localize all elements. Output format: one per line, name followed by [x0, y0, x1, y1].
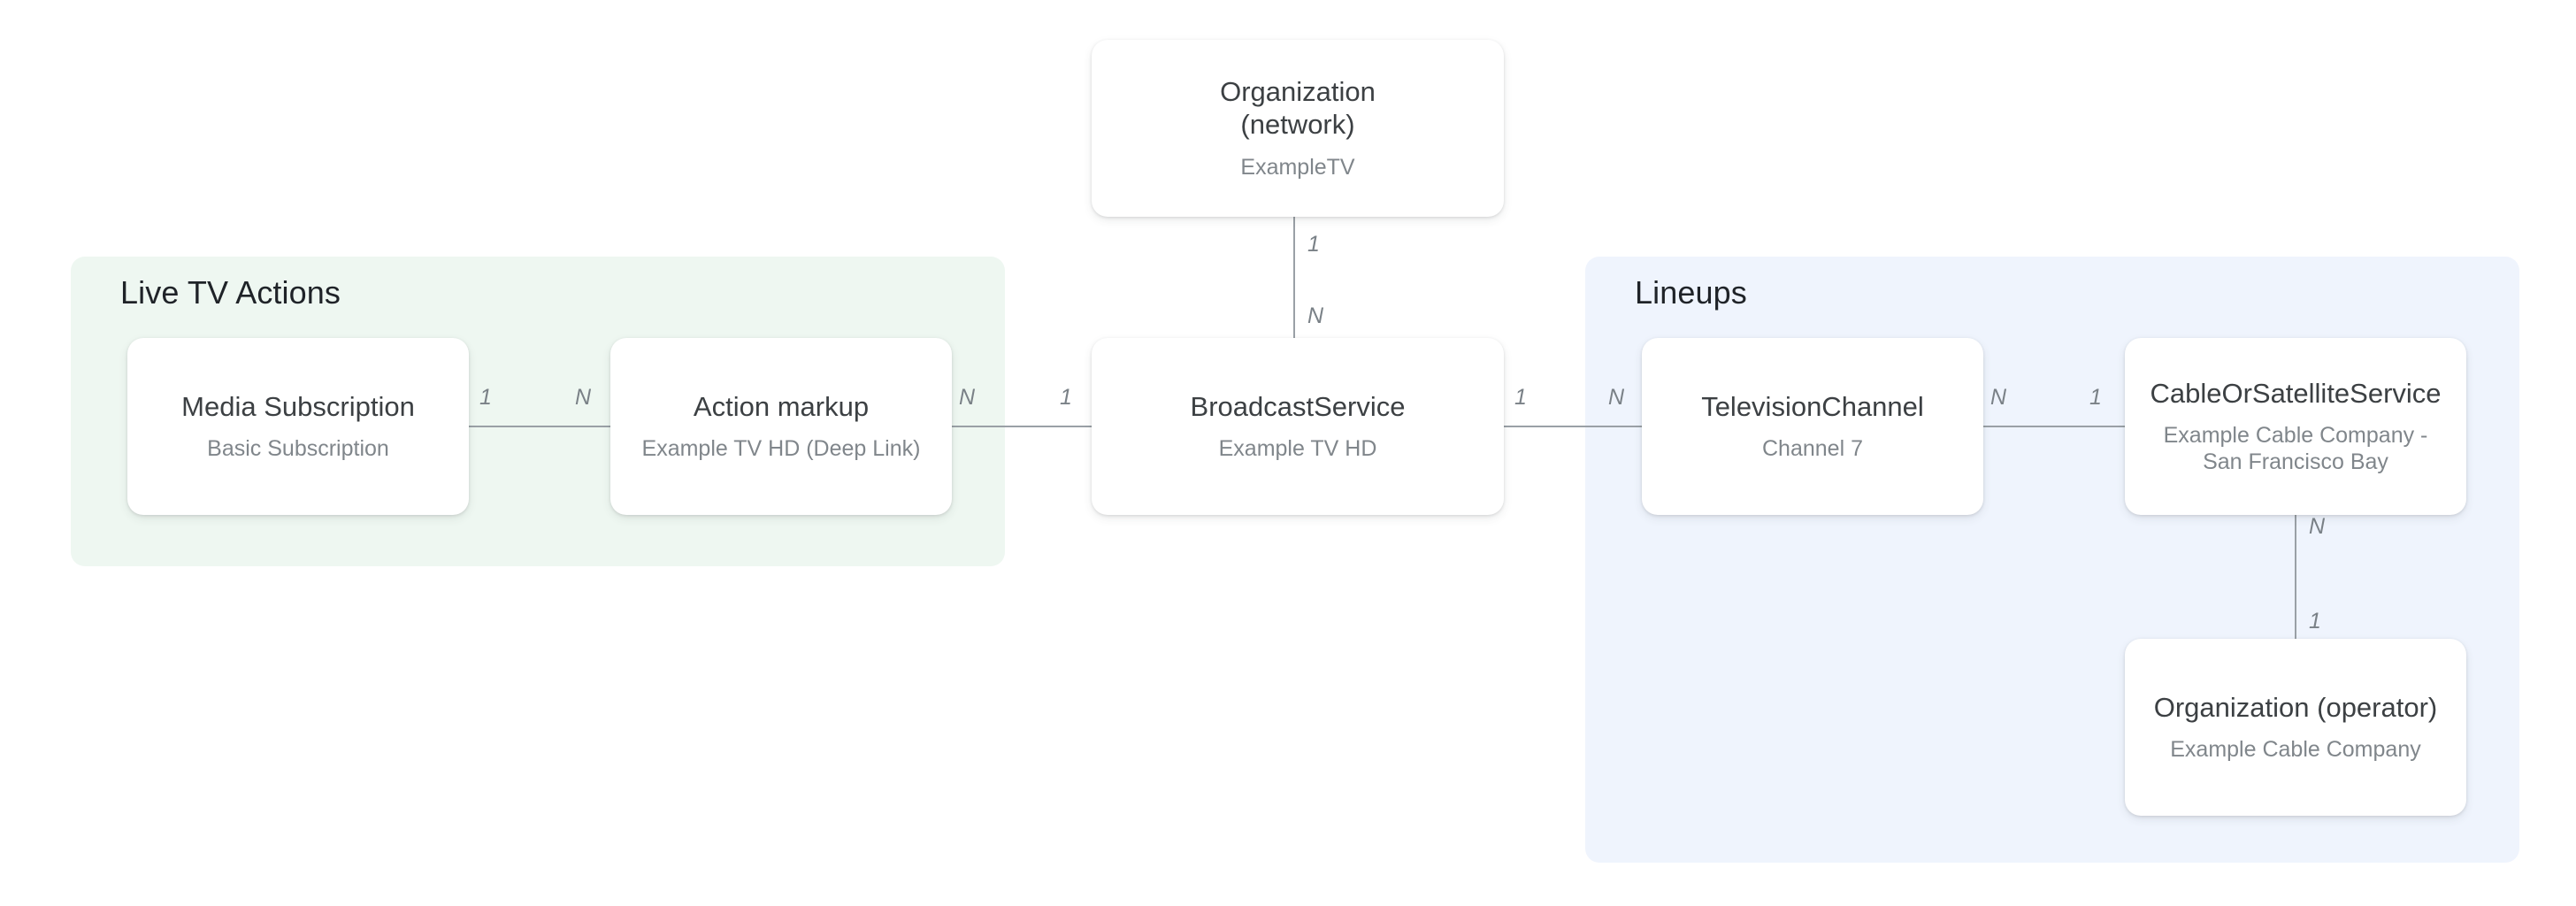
node-title: CableOrSatelliteService	[2150, 377, 2442, 409]
node-title: Media Subscription	[181, 390, 415, 422]
edge-label-organization-network-to-broadcastservice-from: 1	[1307, 232, 1320, 257]
edge-label-cableorsatelliteservice-to-organization-operator-from: N	[2309, 514, 2326, 539]
node-televisionchannel[interactable]: TelevisionChannel Channel 7	[1642, 338, 1983, 515]
edge-label-televisionchannel-to-cableorsatelliteservice-to: 1	[2089, 385, 2102, 410]
panel-title-lineups: Lineups	[1635, 274, 1747, 311]
node-cableorsatelliteservice[interactable]: CableOrSatelliteService Example Cable Co…	[2125, 338, 2466, 515]
node-subtitle: Example TV HD (Deep Link)	[641, 436, 921, 462]
edge-action-markup-to-broadcastservice	[943, 426, 1102, 427]
node-broadcastservice[interactable]: BroadcastService Example TV HD	[1092, 338, 1504, 515]
node-organization-operator[interactable]: Organization (operator) Example Cable Co…	[2125, 639, 2466, 816]
node-title: Action markup	[693, 390, 870, 422]
node-subtitle: Channel 7	[1762, 436, 1863, 462]
edge-label-media-subscription-to-action-markup-from: 1	[479, 385, 492, 410]
node-title: BroadcastService	[1190, 390, 1406, 422]
panel-title-live-tv-actions: Live TV Actions	[120, 274, 341, 311]
node-title: Organization (operator)	[2153, 691, 2438, 723]
node-subtitle: Example Cable Company	[2170, 737, 2421, 763]
edge-label-broadcastservice-to-televisionchannel-from: 1	[1514, 385, 1527, 410]
node-subtitle: Example TV HD	[1218, 436, 1377, 462]
edge-label-televisionchannel-to-cableorsatelliteservice-from: N	[1990, 385, 2007, 410]
edge-label-action-markup-to-broadcastservice-to: 1	[1060, 385, 1072, 410]
edge-televisionchannel-to-cableorsatelliteservice	[1974, 426, 2134, 427]
edge-organization-network-to-broadcastservice	[1293, 217, 1295, 339]
edge-label-broadcastservice-to-televisionchannel-to: N	[1608, 385, 1625, 410]
node-organization-network[interactable]: Organization (network) ExampleTV	[1092, 40, 1504, 217]
node-title: Organization (network)	[1220, 76, 1376, 140]
edge-label-organization-network-to-broadcastservice-to: N	[1307, 303, 1324, 328]
edge-label-cableorsatelliteservice-to-organization-operator-to: 1	[2309, 609, 2321, 633]
edge-broadcastservice-to-televisionchannel	[1495, 426, 1654, 427]
node-media-subscription[interactable]: Media Subscription Basic Subscription	[127, 338, 469, 515]
node-subtitle: Example Cable Company - San Francisco Ba…	[2163, 423, 2428, 475]
node-title: TelevisionChannel	[1701, 390, 1924, 422]
node-action-markup[interactable]: Action markup Example TV HD (Deep Link)	[610, 338, 952, 515]
edge-label-action-markup-to-broadcastservice-from: N	[959, 385, 976, 410]
node-subtitle: ExampleTV	[1240, 154, 1355, 180]
edge-label-media-subscription-to-action-markup-to: N	[575, 385, 592, 410]
edge-media-subscription-to-action-markup	[460, 426, 619, 427]
edge-cableorsatelliteservice-to-organization-operator	[2295, 515, 2296, 641]
node-subtitle: Basic Subscription	[207, 436, 389, 462]
